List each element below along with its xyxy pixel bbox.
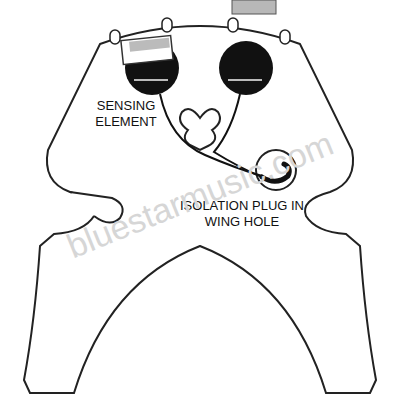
tape-shade <box>129 38 170 52</box>
element-mark <box>134 79 168 81</box>
string-wrap <box>232 0 276 14</box>
part-label: SENSING ELEMENT <box>84 98 168 130</box>
bridge-outline <box>24 26 376 393</box>
element-mark <box>228 79 262 81</box>
tape <box>121 35 173 64</box>
sensing-element <box>219 41 273 95</box>
